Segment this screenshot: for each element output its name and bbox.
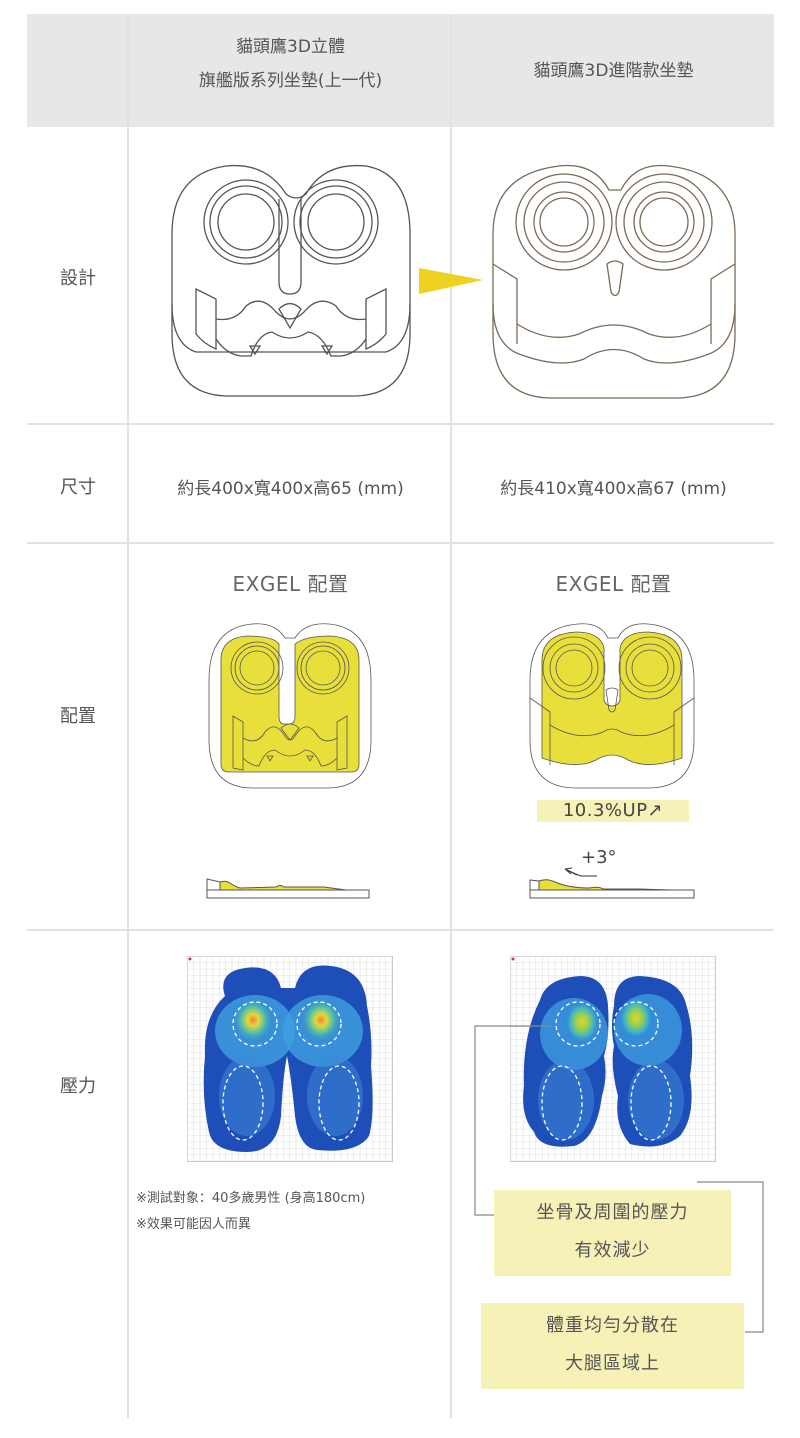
old-side-profile-image bbox=[206, 874, 372, 904]
header-old-model: 貓頭鷹3D立體 旗艦版系列坐墊(上一代) bbox=[130, 30, 451, 98]
row-divider-2 bbox=[27, 542, 774, 544]
new-cushion-design-image bbox=[489, 154, 739, 399]
test-notes: ※測試對象：40多歲男性 (身高180cm) ※效果可能因人而異 bbox=[136, 1186, 446, 1238]
old-exgel-layout-image bbox=[207, 620, 373, 790]
disclaimer-note: ※效果可能因人而異 bbox=[136, 1217, 251, 1232]
exgel-old-title: EXGEL 配置 bbox=[232, 572, 349, 596]
header-new-model: 貓頭鷹3D進階款坐墊 bbox=[533, 61, 694, 81]
callout-sitbone-pressure: 坐骨及周圍的壓力 有效減少 bbox=[494, 1190, 731, 1276]
callout-connector-lines bbox=[474, 1025, 764, 1333]
column-divider-2 bbox=[450, 14, 452, 1418]
row-label-design: 設計 bbox=[60, 268, 96, 289]
callout1-line2: 有效減少 bbox=[574, 1240, 651, 1261]
angle-label: +3° bbox=[581, 847, 617, 868]
size-new-value: 約長410x寬400x高67 (mm) bbox=[500, 479, 727, 499]
callout-thigh-distribution: 體重均勻分散在 大腿區域上 bbox=[481, 1303, 744, 1389]
row-divider-1 bbox=[27, 423, 774, 425]
new-exgel-layout-image bbox=[528, 620, 696, 790]
new-side-profile-image bbox=[529, 864, 697, 906]
test-subject-note: ※測試對象：40多歲男性 (身高180cm) bbox=[136, 1191, 366, 1206]
header-old-line1: 貓頭鷹3D立體 bbox=[236, 37, 345, 57]
callout1-line1: 坐骨及周圍的壓力 bbox=[536, 1202, 689, 1223]
improvement-badge: 10.3%UP↗ bbox=[537, 800, 689, 822]
column-divider-1 bbox=[127, 14, 129, 1418]
callout2-line2: 大腿區域上 bbox=[565, 1353, 660, 1374]
yellow-triangle-right-icon bbox=[418, 266, 484, 296]
size-old-value: 約長400x寬400x高65 (mm) bbox=[177, 479, 404, 499]
old-cushion-design-image bbox=[166, 154, 416, 399]
new-pressure-map-image bbox=[510, 956, 716, 1162]
row-divider-3 bbox=[27, 929, 774, 931]
row-label-pressure: 壓力 bbox=[60, 1076, 96, 1097]
old-pressure-map-image bbox=[187, 956, 393, 1162]
header-old-line2: 旗艦版系列坐墊(上一代) bbox=[198, 71, 383, 91]
row-label-size: 尺寸 bbox=[60, 477, 96, 498]
exgel-new-title: EXGEL 配置 bbox=[555, 572, 672, 596]
row-label-layout: 配置 bbox=[60, 706, 96, 727]
callout2-line1: 體重均勻分散在 bbox=[546, 1315, 679, 1336]
table-header bbox=[27, 14, 774, 127]
